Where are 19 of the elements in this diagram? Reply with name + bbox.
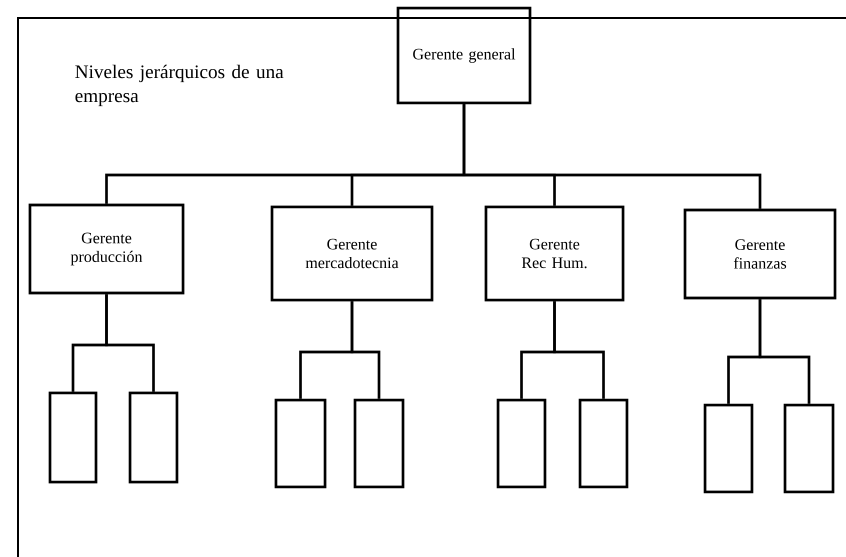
empty-box xyxy=(48,392,98,484)
manager-box: Gerente finanzas xyxy=(684,208,836,300)
empty-box xyxy=(128,392,178,484)
empty-box xyxy=(496,398,546,488)
empty-box xyxy=(784,404,834,494)
empty-box xyxy=(274,398,326,488)
connector-line xyxy=(462,104,762,209)
manager-box: Gerente producción xyxy=(28,204,184,294)
connector-line xyxy=(105,294,155,392)
manager-box: Gerente general xyxy=(396,6,532,104)
connector-line xyxy=(758,299,810,404)
empty-box xyxy=(704,404,754,494)
connector-line xyxy=(350,301,380,399)
empty-box xyxy=(354,398,404,488)
manager-box: Gerente Rec Hum. xyxy=(484,206,624,302)
title: Niveles jerárquicos de una empresa xyxy=(75,64,284,106)
manager-box: Gerente mercadotecnia xyxy=(270,206,434,302)
empty-box xyxy=(578,398,628,488)
connector-line xyxy=(553,301,605,399)
